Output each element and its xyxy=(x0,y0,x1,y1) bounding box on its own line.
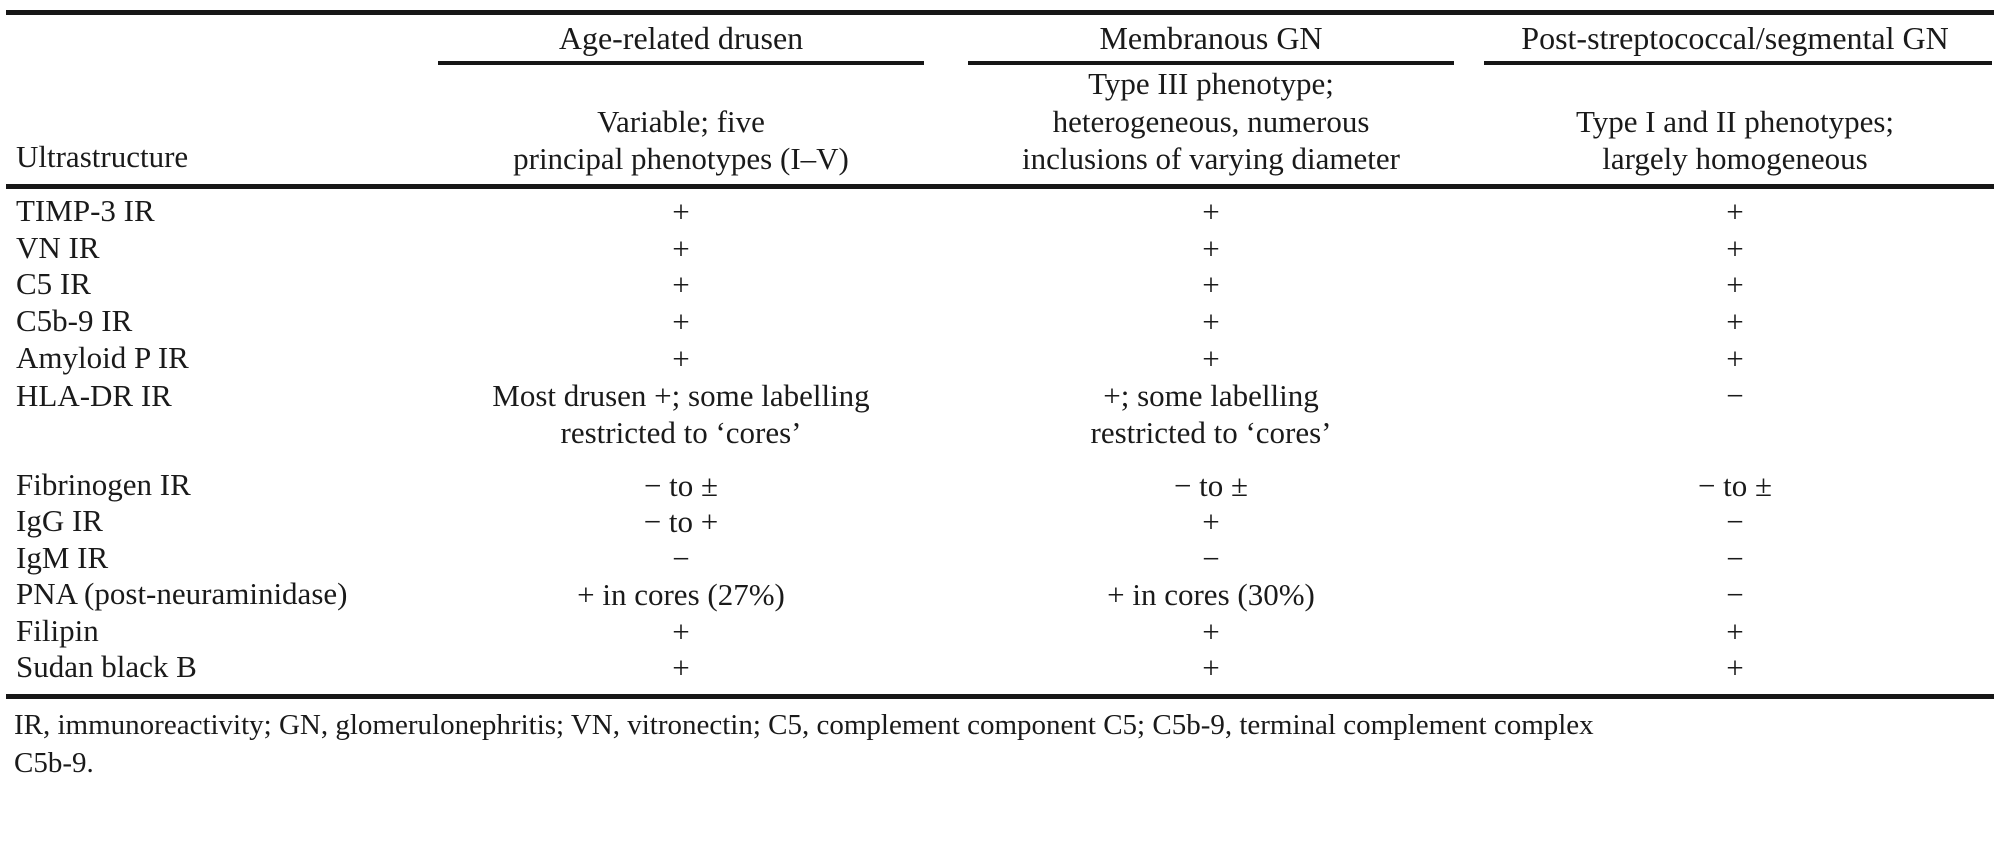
cell-mgn-line2: restricted to ‘cores’ xyxy=(1090,415,1332,451)
row-label: VN IR xyxy=(16,229,100,265)
cell-mgn: +; some labelling restricted to ‘cores’ xyxy=(946,377,1476,467)
row-label: IgG IR xyxy=(16,503,103,539)
table-row: HLA-DR IR Most drusen +; some labelling … xyxy=(6,377,1994,467)
row-label: TIMP-3 IR xyxy=(16,193,155,229)
cell-psgn: + xyxy=(1726,194,1744,230)
subheader-mgn-line1: Type III phenotype; xyxy=(1088,65,1334,101)
table-header: Age-related drusen Membranous GN Post-st… xyxy=(6,15,1994,184)
row-label: PNA (post-neuraminidase) xyxy=(16,576,348,612)
table-row: C5b-9 IR + + + xyxy=(6,304,1994,341)
table-row: C5 IR + + + xyxy=(6,267,1994,304)
cell-drusen: − to + xyxy=(643,504,719,540)
footnote-line-2: C5b-9. xyxy=(14,746,94,779)
subheader-psgn-line2: largely homogeneous xyxy=(1602,141,1868,177)
table-top-rule xyxy=(6,10,1994,15)
cell-drusen: + xyxy=(672,340,690,376)
subheader-mgn-line3: inclusions of varying diameter xyxy=(1022,141,1400,177)
cell-drusen: + xyxy=(672,650,690,686)
subheader-mgn-line2: heterogeneous, numerous xyxy=(1052,103,1370,139)
cell-psgn: − to ± xyxy=(1697,467,1773,503)
cell-psgn: + xyxy=(1726,267,1744,303)
cell-mgn: + xyxy=(1202,304,1220,339)
cell-psgn: + xyxy=(1726,230,1744,266)
table-body: TIMP-3 IR + + + VN IR + + + C5 IR + + + … xyxy=(6,189,1994,694)
cell-drusen-line2: restricted to ‘cores’ xyxy=(560,415,802,451)
cell-mgn: + xyxy=(1202,194,1220,230)
table-bottom-rule xyxy=(6,694,1994,699)
cell-mgn: + xyxy=(1202,613,1220,649)
cell-psgn: + xyxy=(1726,340,1744,376)
cell-drusen: + xyxy=(672,230,690,266)
cell-drusen: + xyxy=(672,613,690,649)
cell-mgn: + xyxy=(1202,267,1220,303)
cell-psgn: + xyxy=(1726,613,1744,649)
table-row: PNA (post-neuraminidase) + in cores (27%… xyxy=(6,577,1994,614)
table-row: IgM IR − − − xyxy=(6,541,1994,578)
table-row: Filipin + + + xyxy=(6,614,1994,651)
row-label: C5b-9 IR xyxy=(16,303,133,338)
column-group-header-stub xyxy=(6,15,416,65)
header-body-divider-rule xyxy=(6,184,1994,190)
cell-drusen: − to ± xyxy=(643,467,719,503)
cell-psgn: − xyxy=(1726,504,1744,540)
cell-drusen: + in cores (27%) xyxy=(577,577,785,613)
cell-psgn: + xyxy=(1726,304,1744,339)
cell-drusen-line1: Most drusen +; some labelling xyxy=(492,378,870,414)
cell-drusen: Most drusen +; some labelling restricted… xyxy=(416,377,946,467)
column-group-label-psgn: Post-streptococcal/segmental GN xyxy=(1521,20,1949,56)
column-group-underline-drusen xyxy=(438,60,924,65)
cell-mgn: − to ± xyxy=(1173,467,1249,503)
column-group-label-drusen: Age-related drusen xyxy=(558,20,804,56)
cell-drusen: + xyxy=(672,194,690,230)
table-row: Sudan black B + + + xyxy=(6,650,1994,694)
subheader-drusen-line2: principal phenotypes (I–V) xyxy=(513,141,849,177)
table-row: VN IR + + + xyxy=(6,231,1994,268)
subheader-psgn-cell: Type I and II phenotypes; largely homoge… xyxy=(1476,65,1994,184)
column-group-header-psgn: Post-streptococcal/segmental GN xyxy=(1476,15,1994,65)
row-label: IgM IR xyxy=(16,539,109,575)
column-group-underline-psgn xyxy=(1484,60,1992,65)
table-row: Fibrinogen IR − to ± − to ± − to ± xyxy=(6,466,1994,505)
subheader-stub-cell: Ultrastructure xyxy=(6,65,416,184)
cell-psgn: + xyxy=(1726,650,1744,686)
cell-drusen: + xyxy=(672,304,690,339)
cell-mgn: − xyxy=(1202,540,1220,576)
cell-drusen: − xyxy=(672,540,690,576)
subheader-stub-label: Ultrastructure xyxy=(16,139,189,175)
table-footnote: IR, immunoreactivity; GN, glomerulonephr… xyxy=(6,699,1994,782)
table-row: TIMP-3 IR + + + xyxy=(6,189,1994,231)
column-group-header-row: Age-related drusen Membranous GN Post-st… xyxy=(6,15,1994,65)
footnote-line-1: IR, immunoreactivity; GN, glomerulonephr… xyxy=(14,709,1594,741)
row-label: Filipin xyxy=(16,612,99,648)
row-label: Sudan black B xyxy=(16,649,197,685)
column-group-underline-mgn xyxy=(968,60,1454,65)
subheader-mgn-cell: Type III phenotype; heterogeneous, numer… xyxy=(946,65,1476,184)
row-label: C5 IR xyxy=(16,266,91,302)
cell-mgn: + xyxy=(1202,340,1220,376)
cell-psgn: − xyxy=(1726,378,1744,414)
table-row: IgG IR − to + + − xyxy=(6,504,1994,541)
cell-mgn-line1: +; some labelling xyxy=(1103,378,1319,414)
cell-mgn: + xyxy=(1202,504,1220,540)
table-row: Amyloid P IR + + + xyxy=(6,341,1994,378)
column-group-header-drusen: Age-related drusen xyxy=(416,15,946,65)
table-container: Age-related drusen Membranous GN Post-st… xyxy=(0,10,2000,867)
cell-drusen: + xyxy=(672,267,690,303)
column-group-label-mgn: Membranous GN xyxy=(1099,20,1323,56)
cell-psgn: − xyxy=(1726,540,1744,576)
cell-mgn: + in cores (30%) xyxy=(1107,577,1315,613)
row-label: Amyloid P IR xyxy=(16,339,189,375)
column-group-header-mgn: Membranous GN xyxy=(946,15,1476,65)
cell-psgn: − xyxy=(1726,577,1744,613)
row-label: HLA-DR IR xyxy=(16,378,172,414)
subheader-row: Ultrastructure Variable; five principal … xyxy=(6,65,1994,184)
column-group-label-stub xyxy=(6,51,416,59)
subheader-drusen-line1: Variable; five xyxy=(597,103,765,139)
cell-mgn: + xyxy=(1202,650,1220,686)
cell-mgn: + xyxy=(1202,230,1220,266)
subheader-drusen-cell: Variable; five principal phenotypes (I–V… xyxy=(416,65,946,184)
subheader-psgn-line1: Type I and II phenotypes; xyxy=(1575,103,1895,139)
row-label: Fibrinogen IR xyxy=(16,466,191,502)
